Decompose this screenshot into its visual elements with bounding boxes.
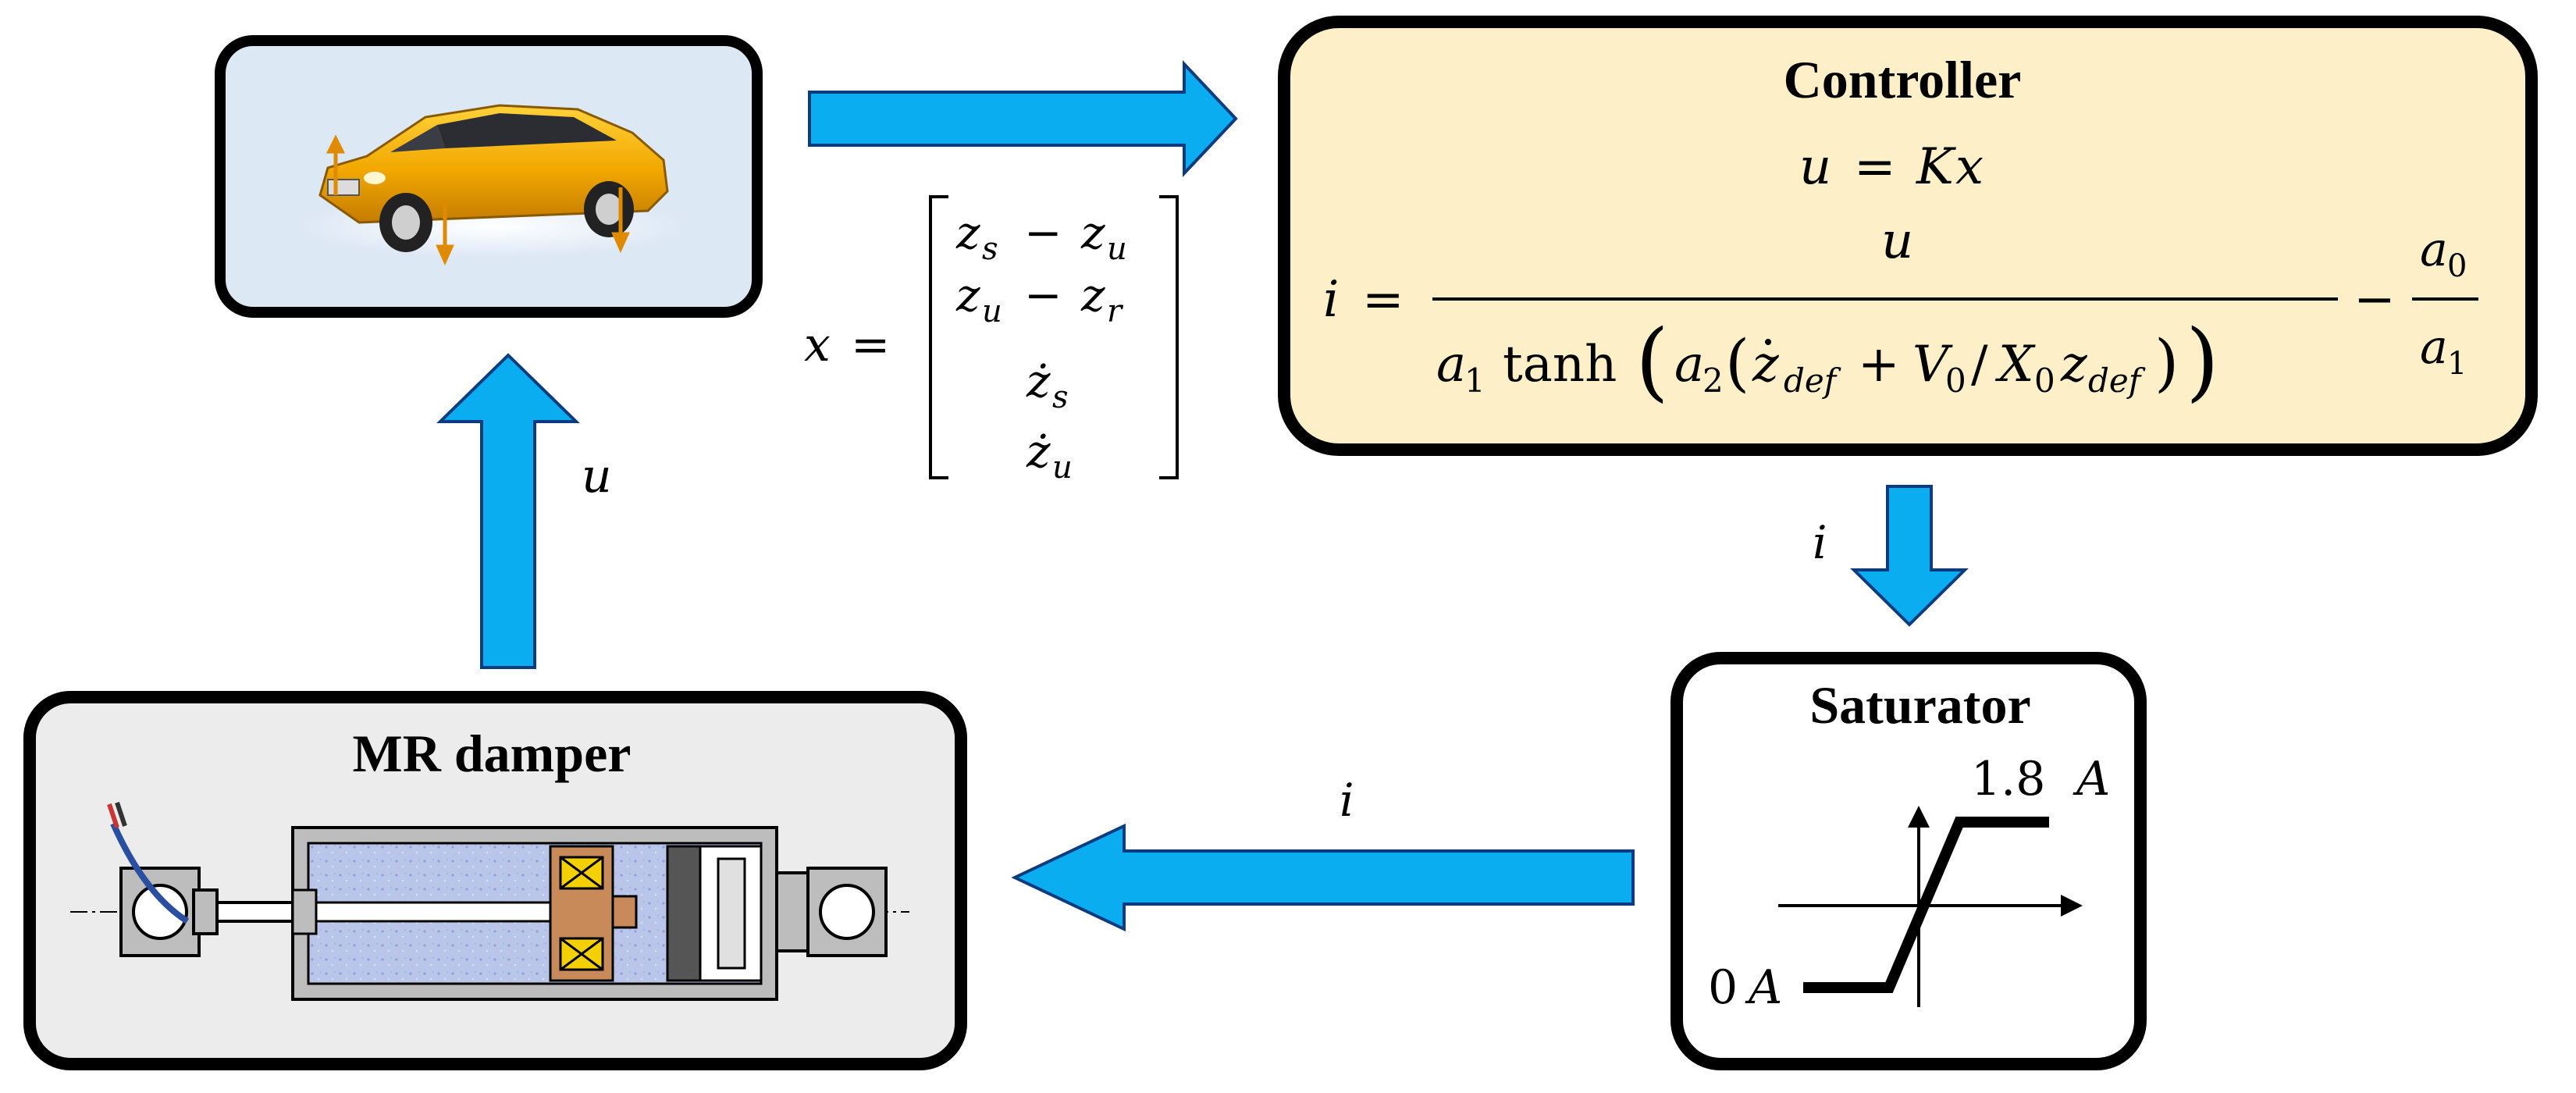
- controller-eq-u: u = K x: [1799, 138, 1984, 196]
- state-row-3: ż s: [1026, 354, 1069, 415]
- arrow-to-controller: [808, 59, 1238, 178]
- saturation-graph: [1778, 806, 2083, 1007]
- svg-text:1: 1: [1464, 361, 1485, 400]
- graph-y-arrowhead: [1908, 806, 1930, 828]
- controller-box: [1278, 16, 2538, 456]
- paren-close-inner: ): [2154, 326, 2179, 399]
- svg-text:def: def: [1784, 361, 1841, 400]
- svg-text:V: V: [1912, 336, 1953, 393]
- saturation-curve: [1803, 817, 2049, 993]
- damper-illustration: [70, 802, 909, 1001]
- suspension-arrow-icon: [326, 134, 630, 266]
- saturator-box: [1670, 652, 2147, 1070]
- svg-text:a: a: [1436, 336, 1466, 393]
- svg-text:=: =: [1854, 138, 1896, 196]
- svg-text:u: u: [1052, 450, 1073, 486]
- label-i-left: i: [1340, 774, 1354, 827]
- mr-damper-block: MR damper: [23, 691, 967, 1070]
- saturator-upper-label: 1.8 A: [1971, 752, 2110, 806]
- svg-text:1: 1: [2447, 346, 2467, 382]
- svg-text:1.8: 1.8: [1971, 752, 2045, 806]
- svg-text:u: u: [1799, 138, 1831, 196]
- label-u: u: [582, 449, 612, 504]
- arrow-to-vehicle: [436, 353, 580, 669]
- floating-piston: [666, 845, 702, 982]
- matrix-left-bracket: [929, 195, 948, 479]
- arrow-to-saturator: [1850, 485, 1969, 627]
- svg-text:−: −: [1024, 269, 1062, 322]
- matrix-right-bracket: [1159, 195, 1179, 479]
- svg-text:i: i: [1323, 271, 1339, 329]
- arrow-to-damper: [1011, 823, 1635, 932]
- damper-cable: [110, 822, 190, 924]
- svg-text:0: 0: [2034, 361, 2055, 400]
- svg-text:A: A: [1745, 960, 1782, 1015]
- svg-text:K: K: [1916, 138, 1956, 196]
- svg-text:u: u: [982, 294, 1002, 329]
- svg-text:z: z: [2060, 336, 2088, 393]
- svg-text:z: z: [955, 269, 980, 322]
- graph-x-arrowhead: [2061, 895, 2083, 917]
- svg-text:ż: ż: [1026, 425, 1051, 478]
- svg-text:a: a: [2420, 320, 2448, 375]
- paren-open-outer: (: [1635, 311, 1669, 411]
- controller-title: Controller: [1784, 50, 2022, 109]
- state-vector: x = z s − z u z u − z r ż s ż u: [804, 195, 1179, 486]
- svg-text:ż: ż: [1026, 354, 1051, 408]
- svg-text:/: /: [1971, 336, 1988, 393]
- saturator-lower-label: 0 A: [1708, 960, 1782, 1015]
- state-row-4: ż u: [1026, 425, 1073, 486]
- saturator-title: Saturator: [1809, 675, 2030, 735]
- car-image: [297, 104, 687, 266]
- paren-open-inner: (: [1725, 326, 1749, 399]
- svg-text:z: z: [1080, 206, 1105, 259]
- svg-text:+: +: [1858, 336, 1900, 393]
- svg-text:2: 2: [1703, 361, 1724, 400]
- svg-text:−: −: [1024, 206, 1062, 259]
- svg-text:r: r: [1107, 294, 1124, 329]
- svg-text:x: x: [1955, 138, 1984, 196]
- svg-text:0: 0: [1708, 960, 1738, 1015]
- paren-close-outer: ): [2186, 311, 2219, 411]
- state-row-1: z s − z u: [955, 206, 1127, 267]
- svg-text:0: 0: [2447, 248, 2467, 284]
- state-vector-lhs: x: [804, 318, 831, 372]
- vehicle-block: [215, 35, 763, 318]
- state-vector-equals: =: [851, 318, 890, 372]
- svg-text:a: a: [2420, 223, 2448, 277]
- svg-text:0: 0: [1945, 361, 1966, 400]
- svg-text:a: a: [1674, 336, 1704, 393]
- damper-title: MR damper: [353, 724, 632, 783]
- svg-text:def: def: [2088, 361, 2146, 400]
- svg-text:u: u: [1107, 231, 1127, 267]
- svg-text:z: z: [955, 206, 980, 259]
- svg-text:=: =: [1362, 271, 1404, 329]
- svg-text:tanh: tanh: [1503, 336, 1617, 393]
- svg-text:A: A: [2073, 752, 2110, 806]
- svg-text:s: s: [1052, 379, 1069, 415]
- svg-text:z: z: [1080, 269, 1105, 322]
- svg-text:−: −: [2354, 271, 2396, 329]
- state-row-2: z u − z r: [955, 269, 1124, 329]
- svg-text:X: X: [1994, 336, 2036, 393]
- saturator-block: Saturator 1.8 A 0 A: [1670, 652, 2147, 1070]
- fraction-numerator: u: [1881, 212, 1913, 270]
- dot-accent: [1765, 339, 1771, 345]
- svg-text:s: s: [982, 231, 998, 267]
- svg-text:z: z: [1752, 336, 1780, 393]
- controller-block: Controller u = K x i = u a 1 tanh ( a 2 …: [1278, 16, 2538, 456]
- label-i-down: i: [1813, 516, 1827, 569]
- controller-eq-i: i = u a 1 tanh ( a 2 ( z def + V 0 / X 0…: [1323, 212, 2478, 411]
